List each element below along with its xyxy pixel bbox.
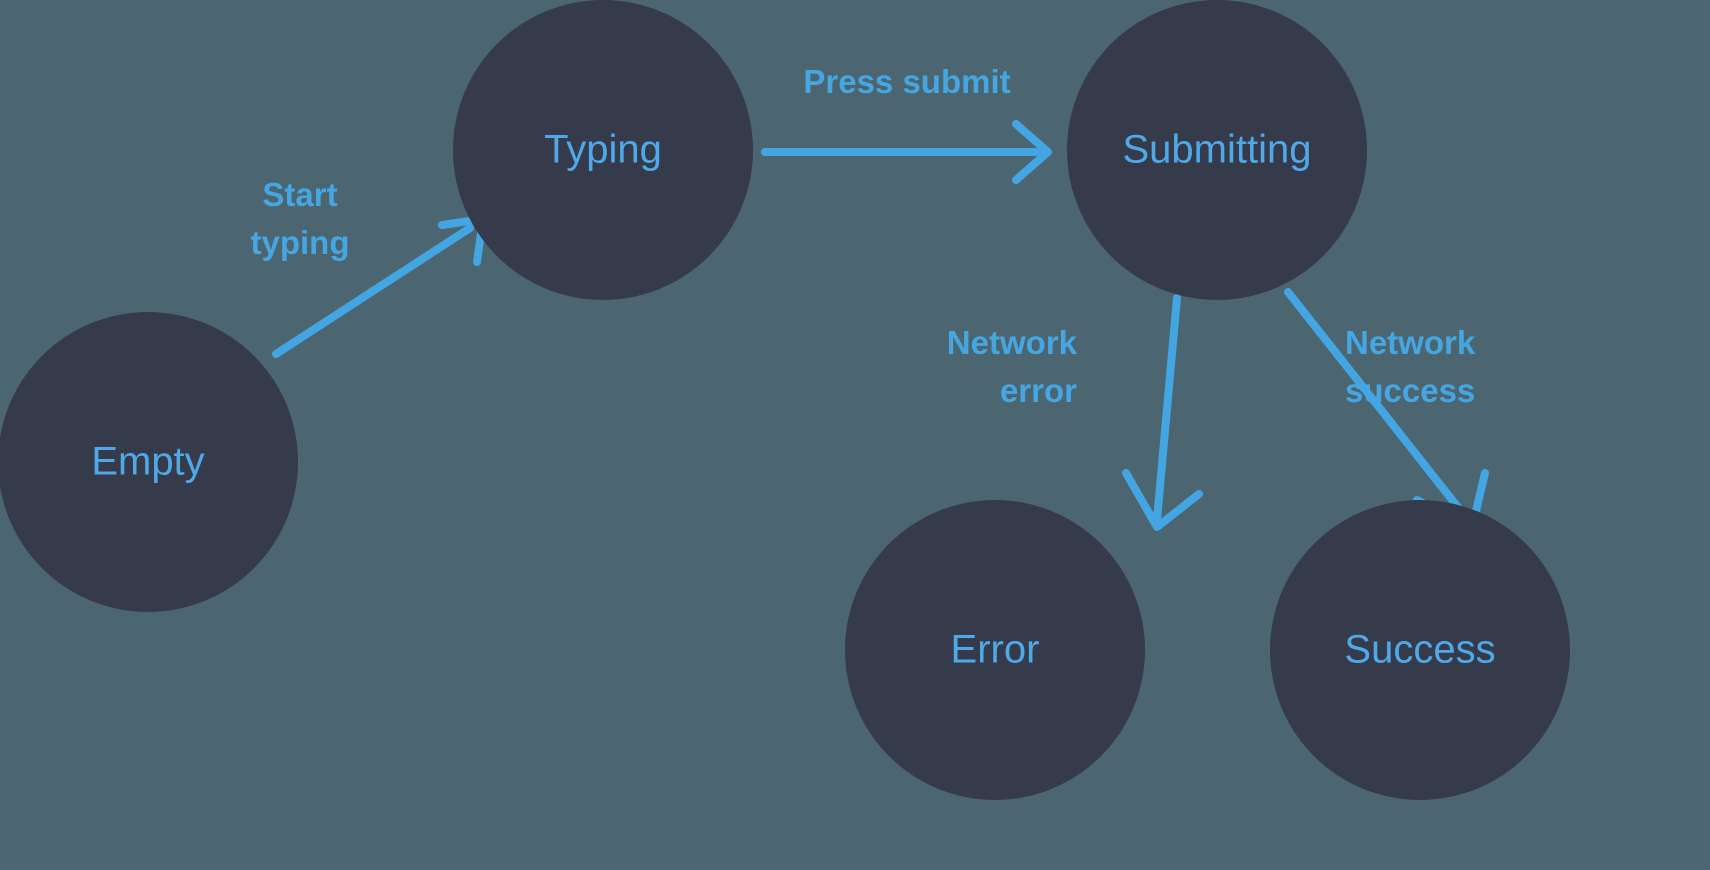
node-empty-label: Empty [91,440,204,484]
edge-label-start-typing-line1: Start [262,176,337,213]
node-error-circle[interactable] [845,500,1145,800]
edge-start-typing-line [272,224,474,358]
edge-press-submit-arrowhead [1012,120,1052,184]
node-success-label: Success [1344,628,1495,672]
edge-label-network-error-line1: Network [947,324,1078,361]
edge-network-error-line [1153,294,1181,524]
edge-press-submit [761,120,1052,184]
node-success[interactable]: Success [1270,500,1570,800]
edge-label-network-error-line2: error [1000,372,1077,409]
edge-label-network-success-line2: success [1345,372,1475,409]
node-typing[interactable]: Typing [453,0,753,300]
edge-label-press-submit-line1: Press submit [803,63,1010,100]
edge-network-error-arrowhead [1122,469,1203,531]
edge-label-start-typing-line2: typing [251,224,350,261]
node-submitting-label: Submitting [1123,128,1312,172]
edge-label-network-error: Network error [947,324,1078,409]
node-typing-circle[interactable] [453,0,753,300]
edge-network-error [1122,294,1203,531]
edge-label-press-submit: Press submit [803,63,1010,100]
node-submitting-circle[interactable] [1067,0,1367,300]
edge-label-network-success-line1: Network [1345,324,1476,361]
node-error[interactable]: Error [845,500,1145,800]
node-error-label: Error [951,628,1040,672]
node-empty[interactable]: Empty [0,312,298,612]
edge-label-network-success: Network success [1345,324,1476,409]
node-typing-label: Typing [544,128,662,172]
node-submitting[interactable]: Submitting [1067,0,1367,300]
node-success-circle[interactable] [1270,500,1570,800]
node-empty-circle[interactable] [0,312,298,612]
edge-label-start-typing: Start typing [251,176,350,261]
edge-network-success-line [1284,288,1472,524]
